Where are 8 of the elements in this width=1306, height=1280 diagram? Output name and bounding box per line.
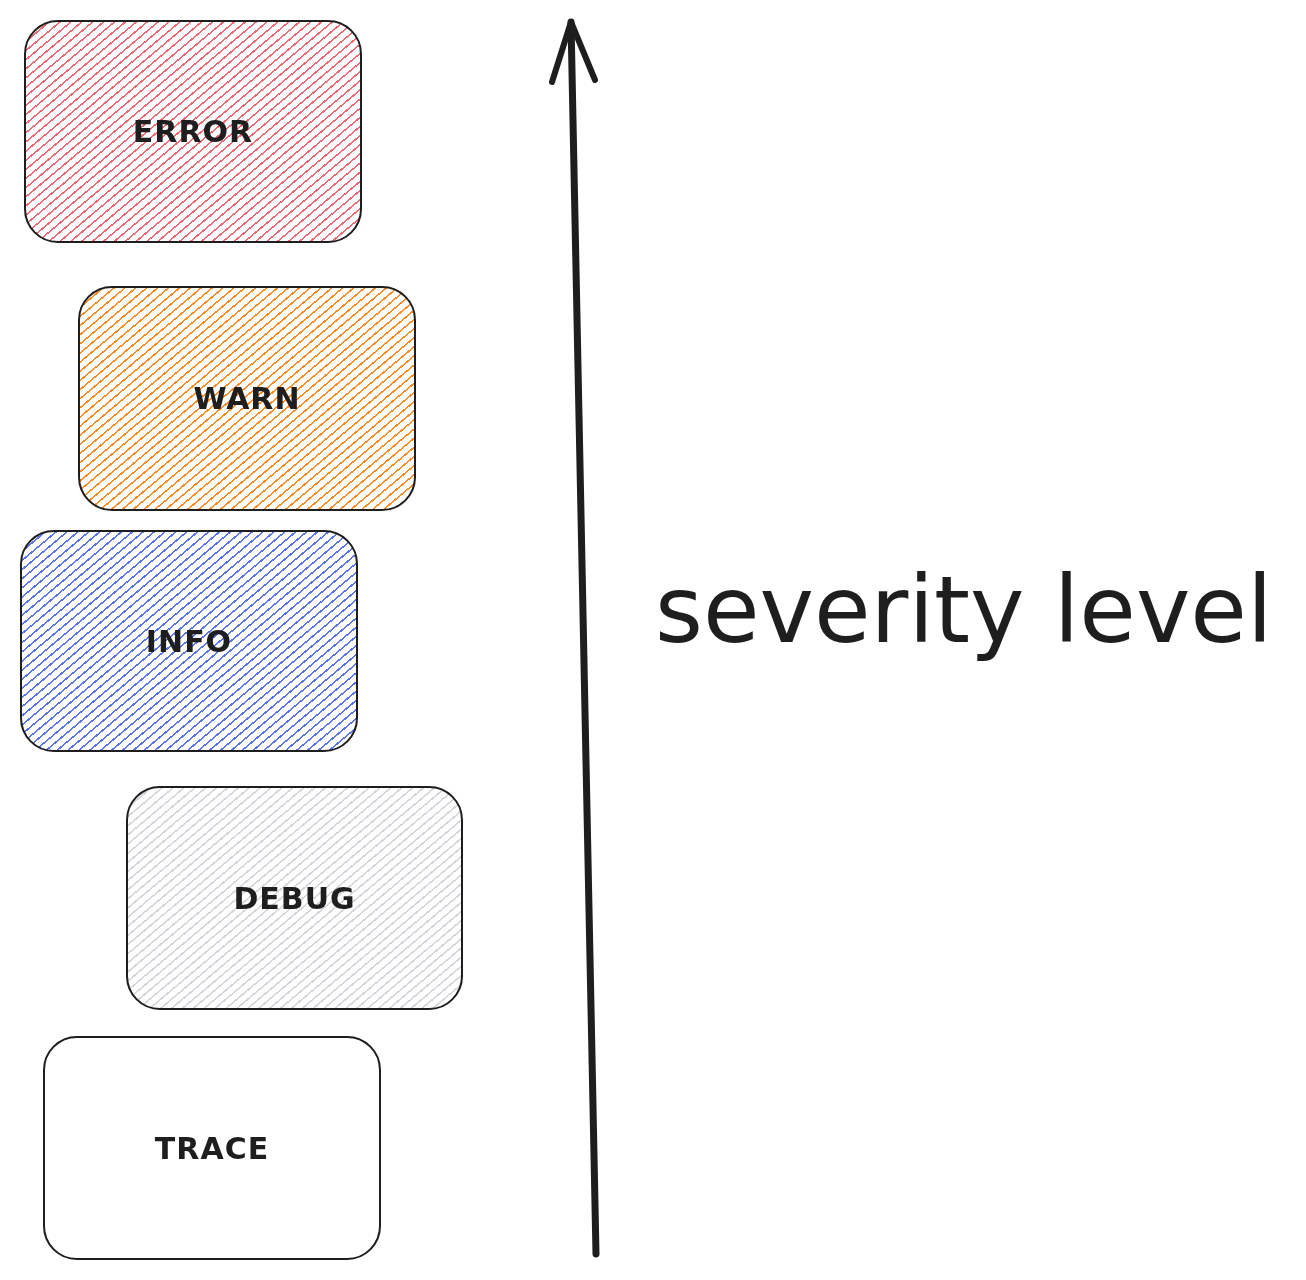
box-label: TRACE <box>154 1130 270 1166</box>
level-box <box>43 1036 381 1260</box>
axis-caption: severity level <box>655 560 1273 662</box>
level-box <box>78 286 416 511</box>
level-box <box>24 20 362 243</box>
level-box <box>126 786 463 1010</box>
box-label: DEBUG <box>233 880 356 916</box>
level-box <box>20 530 358 752</box>
